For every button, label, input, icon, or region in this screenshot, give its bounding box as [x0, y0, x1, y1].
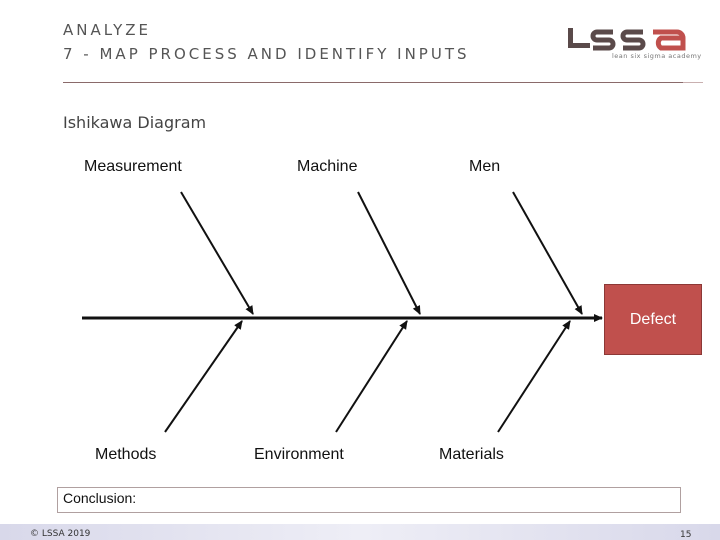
- diagram-subtitle: Ishikawa Diagram: [63, 113, 207, 132]
- conclusion-box[interactable]: Conclusion:: [57, 487, 681, 513]
- bone-methods: [164, 320, 243, 433]
- footer-copyright: © LSSA 2019: [30, 529, 91, 539]
- header-divider-accent: [683, 82, 703, 83]
- category-environment: Environment: [254, 446, 344, 463]
- bone-machine: [357, 191, 421, 315]
- effect-box: Defect: [604, 284, 702, 355]
- lssa-logo: [568, 28, 686, 51]
- header-divider: [63, 82, 683, 83]
- conclusion-label: Conclusion:: [63, 490, 137, 506]
- slide-title: 7 - MAP PROCESS AND IDENTIFY INPUTS: [63, 45, 470, 63]
- category-materials: Materials: [439, 446, 504, 463]
- section-title: ANALYZE: [63, 21, 152, 39]
- category-measurement: Measurement: [84, 158, 182, 175]
- footer-bar: [0, 524, 720, 540]
- category-machine: Machine: [297, 158, 358, 175]
- page-number: 15: [680, 530, 692, 540]
- category-men: Men: [469, 158, 501, 175]
- bone-environment: [335, 320, 408, 433]
- bone-materials: [497, 320, 571, 433]
- category-methods: Methods: [95, 446, 157, 463]
- bone-men: [512, 191, 583, 315]
- effect-label: Defect: [629, 310, 677, 328]
- logo-tagline: lean six sigma academy: [612, 52, 702, 60]
- bone-measurement: [180, 191, 254, 315]
